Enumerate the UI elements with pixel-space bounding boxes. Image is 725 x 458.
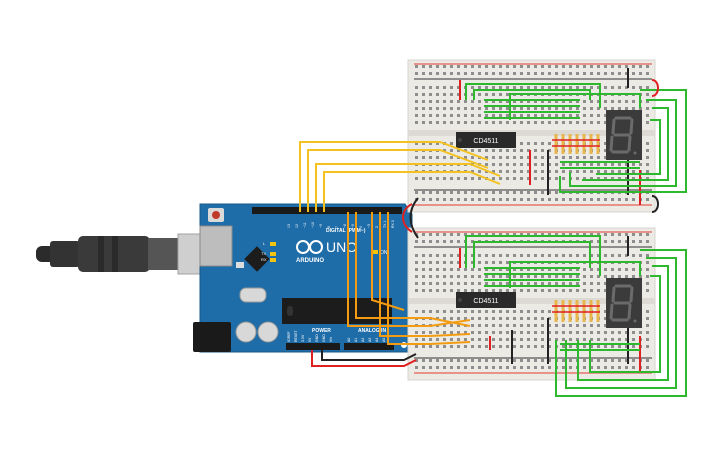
- digital-pin-label: RX 0: [391, 220, 395, 228]
- digital-pin-label: 2: [375, 226, 379, 228]
- arduino-board[interactable]: L TX RX ON ARDUINO UNO DIGITAL (PWM~) PO…: [193, 203, 413, 353]
- analog-pin-label: A5: [382, 338, 386, 342]
- decoder-chip-top[interactable]: CD4511: [456, 132, 516, 148]
- power-pin-label: Vin: [329, 337, 333, 342]
- breadboard-bottom[interactable]: [407, 227, 656, 381]
- power-pin-label: 5V: [308, 337, 312, 342]
- logo-text: ARDUINO: [296, 258, 324, 264]
- analog-header[interactable]: [344, 343, 394, 350]
- analog-pin-label: A2: [361, 338, 365, 342]
- power-pin-label: RESET: [294, 329, 298, 342]
- power-pin-label: GND: [322, 334, 326, 342]
- analog-pin-label: A4: [375, 338, 379, 342]
- rail-connectors: [402, 79, 659, 239]
- analog-pin-label: A1: [354, 338, 358, 342]
- decoder-chip-bottom[interactable]: CD4511: [456, 292, 516, 308]
- digital-pin-label: ~11: [303, 222, 307, 228]
- digital-pin-label: ~9: [319, 224, 323, 228]
- chip-label-bottom: CD4511: [473, 298, 498, 305]
- digital-pin-label: 4: [359, 226, 363, 228]
- reset-button-icon[interactable]: [208, 208, 224, 222]
- l-label: L: [263, 241, 266, 246]
- power-pin-label: GND: [315, 334, 319, 342]
- power-header[interactable]: [286, 343, 340, 350]
- analog-pin-label: A3: [368, 338, 372, 342]
- digital-pin-label: 7: [335, 226, 339, 228]
- arduino-logo: ARDUINO: [296, 240, 324, 264]
- digital-pin-label: 13: [287, 224, 291, 228]
- on-label: ON: [380, 250, 388, 256]
- usb-cable-icon: [36, 233, 209, 275]
- seven-segment-display-top[interactable]: [606, 110, 642, 160]
- digital-pin-label: ~3: [367, 224, 371, 228]
- tx-label: TX: [261, 251, 266, 256]
- digital-pin-label: TX 1: [383, 221, 387, 228]
- rx-label: RX: [261, 257, 267, 262]
- digital-header[interactable]: [252, 207, 402, 214]
- power-pin-label: 3.3V: [301, 334, 305, 342]
- dc-jack-icon: [193, 322, 231, 352]
- digital-label: DIGITAL (PWM~): [326, 228, 366, 234]
- signal-wires: [299, 141, 501, 367]
- jumper-wires-bottom: [459, 235, 687, 397]
- uno-label: UNO: [326, 239, 357, 255]
- digital-pin-labels: 13 12 ~11 ~10 ~9 8 7 ~6 ~5 4 ~3 2 TX 1 RX 0: [287, 220, 395, 228]
- digital-pin-label: ~6: [343, 224, 347, 228]
- power-label: POWER: [312, 328, 331, 334]
- digital-pin-label: ~5: [351, 224, 355, 228]
- jumper-wires-top: [459, 68, 687, 205]
- power-pin-label: IOREF: [287, 331, 291, 342]
- analog-label: ANALOG IN: [358, 328, 386, 334]
- digital-pin-label: 12: [295, 224, 299, 228]
- seven-segment-display-bottom[interactable]: [606, 278, 642, 328]
- atmega-chip: [282, 298, 392, 324]
- analog-pin-label: A0: [347, 338, 351, 342]
- digital-pin-label: 8: [327, 226, 331, 228]
- chip-label-top: CD4511: [473, 138, 498, 145]
- digital-pin-label: ~10: [311, 222, 315, 228]
